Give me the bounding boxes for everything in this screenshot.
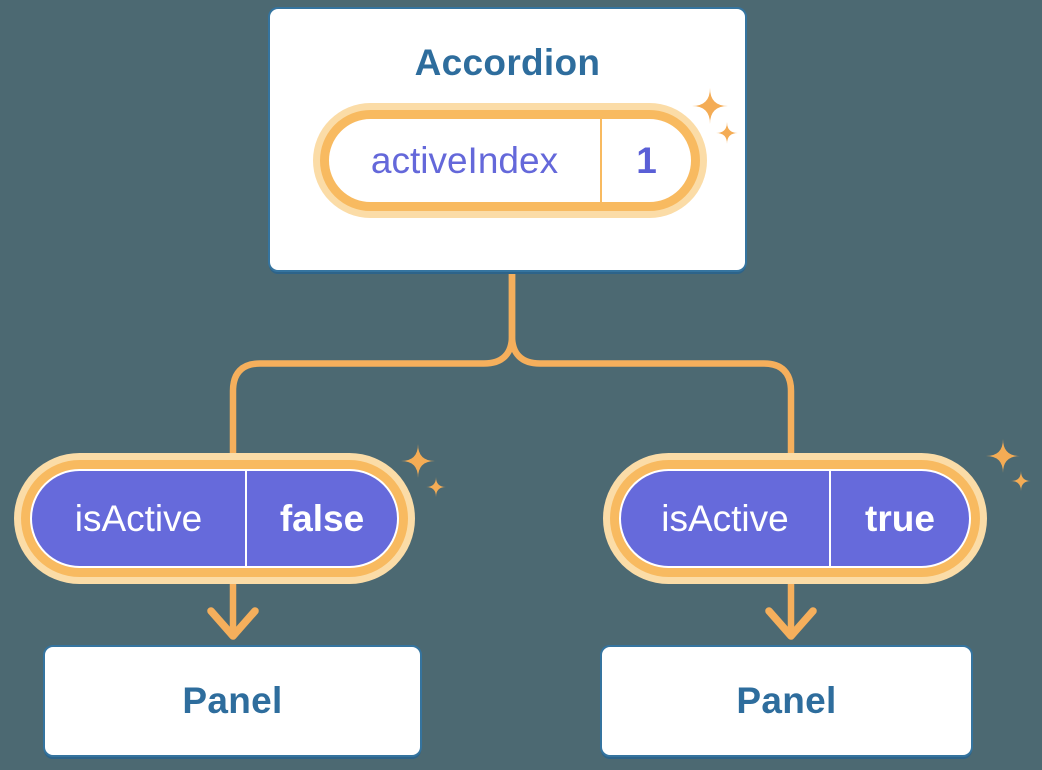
prop-pill-divider xyxy=(829,471,831,566)
connector-left xyxy=(229,272,516,634)
prop-pill-divider xyxy=(245,471,247,566)
arrowhead-icon xyxy=(207,607,259,640)
prop-pill-right: isActive true xyxy=(619,469,971,568)
state-pill-divider xyxy=(600,119,602,202)
sparkles-icon xyxy=(401,444,446,497)
prop-name-section: isActive xyxy=(32,471,245,566)
arrowhead-icon xyxy=(765,607,817,640)
state-value: 1 xyxy=(636,139,657,181)
state-name: activeIndex xyxy=(370,139,559,181)
prop-value-section: false xyxy=(247,471,397,566)
prop-name-section: isActive xyxy=(621,471,829,566)
state-value-section: 1 xyxy=(602,119,691,202)
connector-right xyxy=(508,272,795,634)
panel-box-right: Panel xyxy=(600,645,973,757)
component-title: Panel xyxy=(736,680,837,721)
prop-pill-left: isActive false xyxy=(30,469,399,568)
component-title: Panel xyxy=(182,680,283,721)
prop-value: false xyxy=(279,497,365,539)
sparkles-icon xyxy=(986,439,1031,491)
state-name-section: activeIndex xyxy=(329,119,600,202)
prop-value: true xyxy=(865,497,935,539)
prop-value-section: true xyxy=(831,471,969,566)
prop-name: isActive xyxy=(74,497,203,539)
panel-box-left: Panel xyxy=(43,645,422,757)
component-title: Accordion xyxy=(414,42,601,83)
state-pill: activeIndex 1 xyxy=(320,110,700,211)
prop-name: isActive xyxy=(661,497,789,539)
